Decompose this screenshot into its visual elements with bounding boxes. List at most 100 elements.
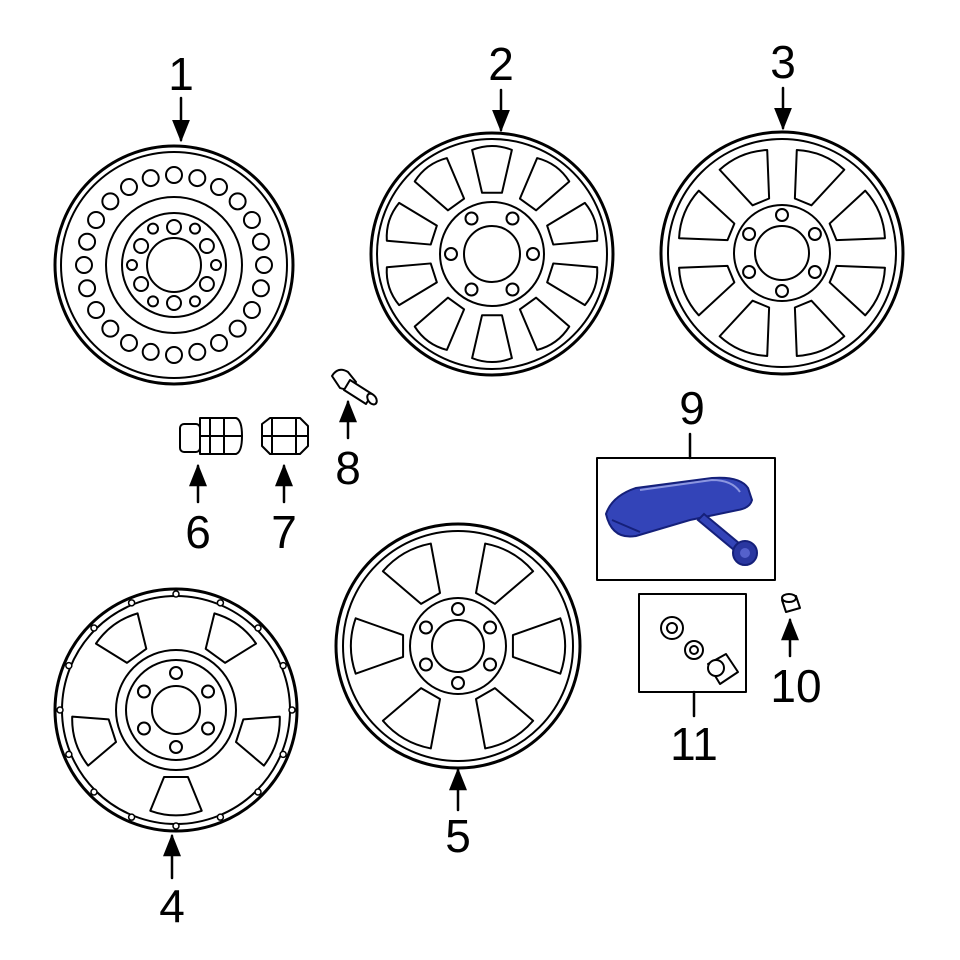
lug-hole: [136, 684, 151, 699]
vent-hole: [78, 232, 97, 251]
vent-hole: [120, 333, 138, 352]
rim-rivet: [279, 661, 287, 670]
lug-hole: [133, 276, 150, 292]
spoke-window: [94, 612, 148, 664]
lug-hole: [166, 219, 182, 235]
spoke-window: [518, 157, 571, 212]
lug-hole: [742, 227, 757, 241]
lug-hole: [136, 721, 151, 736]
lug-hole: [526, 247, 540, 261]
callout-7: 7: [271, 506, 297, 558]
vent-hole: [120, 178, 138, 197]
lug-hole: [483, 620, 498, 635]
part-10-valve-cap[interactable]: [781, 593, 801, 613]
spoke-window: [381, 687, 442, 750]
lug-hole: [126, 259, 138, 271]
rim-rivet: [279, 750, 287, 759]
spoke-window: [474, 542, 535, 605]
spoke-window: [678, 264, 736, 317]
callout-3: 3: [770, 36, 796, 88]
part-1-steel-wheel[interactable]: [53, 144, 295, 386]
vent-hole: [228, 192, 247, 211]
rim-rivet: [216, 813, 225, 821]
part-6-lug-nut[interactable]: [179, 417, 243, 455]
vent-hole: [87, 301, 106, 319]
vent-hole: [141, 169, 160, 188]
spoke-window: [793, 299, 846, 357]
part-4-wheel[interactable]: [53, 587, 299, 833]
vent-hole: [228, 319, 247, 338]
vent-hole: [87, 211, 106, 229]
callout-9: 9: [679, 382, 705, 434]
vent-hole: [165, 166, 183, 184]
callout-11: 11: [670, 718, 718, 770]
lug-hole: [464, 282, 479, 297]
lug-hole: [198, 276, 215, 292]
spoke-window: [511, 617, 567, 675]
part-11-valve-stem-kit[interactable]: [638, 593, 747, 693]
vent-hole: [141, 342, 160, 361]
spoke-window: [793, 149, 846, 207]
lug-hole: [775, 208, 789, 222]
vent-hole: [255, 256, 273, 274]
lug-hole: [166, 295, 182, 311]
spoke-window: [828, 264, 886, 317]
spoke-window: [518, 296, 571, 351]
spoke-window: [471, 144, 513, 194]
lug-hole: [775, 284, 789, 298]
lug-hole: [418, 657, 433, 672]
callout-5: 5: [445, 810, 471, 862]
lug-hole: [464, 211, 479, 226]
spoke-window: [385, 201, 438, 246]
part-2-alloy-wheel[interactable]: [369, 131, 615, 377]
part-7-lug-nut[interactable]: [261, 417, 309, 455]
lug-hole: [444, 247, 458, 261]
part-8-valve-stem[interactable]: [331, 368, 379, 406]
part-3-alloy-wheel[interactable]: [659, 130, 905, 376]
spoke-window: [149, 775, 203, 817]
lug-hole: [505, 282, 520, 297]
rim-rivet: [254, 788, 262, 796]
callout-1: 1: [168, 48, 194, 100]
part-5-alloy-wheel[interactable]: [334, 522, 582, 770]
vent-hole: [165, 346, 183, 364]
lug-hole: [201, 721, 216, 736]
vent-hole: [242, 211, 261, 229]
lug-hole: [742, 265, 757, 279]
lug-hole: [807, 227, 822, 241]
spoke-window: [828, 189, 886, 242]
spoke-window: [474, 687, 535, 750]
lug-hole: [189, 222, 201, 235]
part-9-tpms-sensor[interactable]: [596, 457, 776, 581]
vent-hole: [210, 178, 228, 197]
vent-hole: [251, 232, 270, 251]
spoke-window: [381, 542, 442, 605]
vent-hole: [251, 279, 270, 298]
vent-hole: [188, 169, 207, 188]
spoke-window: [234, 715, 281, 767]
callout-6: 6: [185, 506, 211, 558]
lug-hole: [169, 740, 183, 754]
spoke-window: [385, 262, 438, 307]
rim-rivet: [172, 822, 180, 830]
rim-rivet: [90, 788, 98, 796]
spoke-window: [678, 189, 736, 242]
rim-rivet: [172, 590, 180, 598]
callout-10: 10: [770, 660, 821, 712]
spoke-window: [471, 314, 513, 364]
callout-8: 8: [335, 442, 361, 494]
rim-rivet: [254, 624, 262, 632]
lug-hole: [201, 684, 216, 699]
vent-hole: [101, 192, 120, 211]
lug-hole: [198, 238, 215, 254]
callout-4: 4: [159, 880, 185, 932]
lug-hole: [147, 295, 159, 308]
lug-hole: [133, 238, 150, 254]
spoke-window: [204, 612, 258, 664]
spoke-window: [718, 299, 771, 357]
rim-rivet: [65, 750, 73, 759]
rim-rivet: [56, 706, 64, 714]
rim-rivet: [65, 661, 73, 670]
lug-hole: [147, 222, 159, 235]
